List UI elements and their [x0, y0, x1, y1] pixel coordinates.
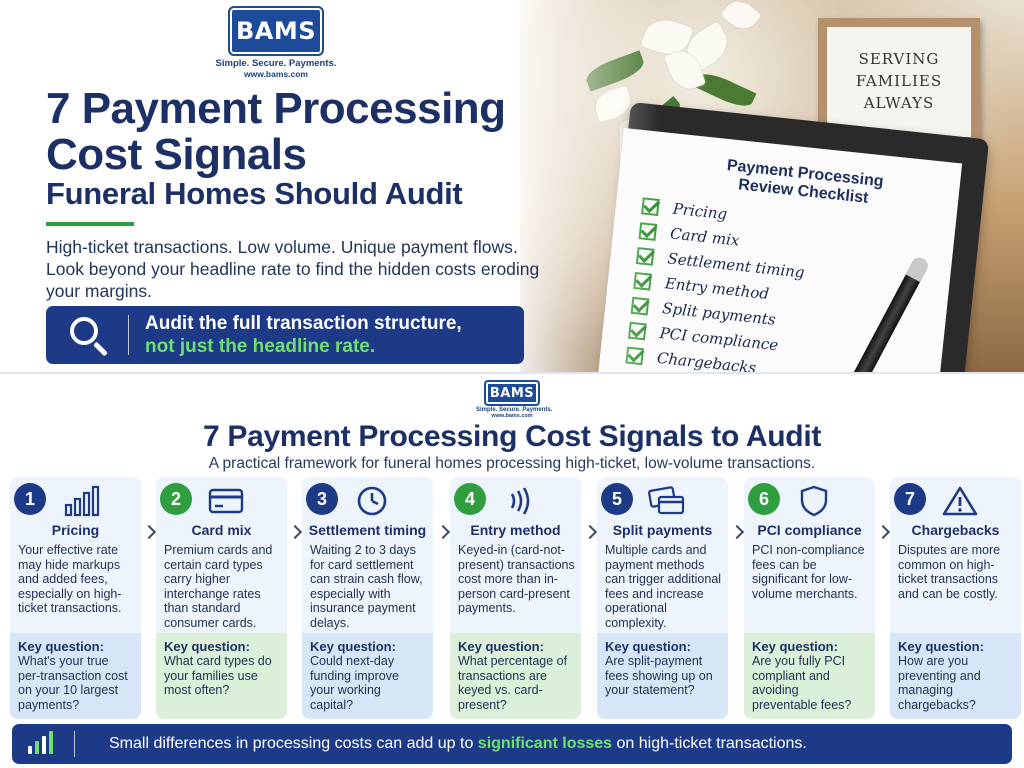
key-question-text: What's your true per-transaction cost on… [18, 654, 128, 712]
section-divider [0, 372, 1024, 374]
banner-divider [128, 315, 129, 355]
key-question-box: Key question: Could next-day funding imp… [302, 633, 433, 719]
brand-tagline-small: Simple. Secure. Payments. [476, 407, 553, 413]
checklist-item-label: Pricing [671, 199, 728, 224]
chevron-right-icon [875, 524, 891, 540]
key-question-label: Key question: [605, 639, 691, 654]
chevron-right-icon [435, 524, 451, 540]
growth-chart-icon [12, 724, 74, 764]
frame-line-1: SERVING [858, 50, 940, 69]
bar-chart-icon [64, 485, 100, 517]
banner-line-1: Audit the full transaction structure, [145, 313, 462, 334]
cards-icon [648, 486, 685, 515]
card-number: 6 [748, 483, 780, 515]
footer-text-after: on high-ticket transactions. [612, 735, 807, 752]
key-question-box: Key question: Are split-payment fees sho… [597, 633, 728, 719]
hero-subtitle: Funeral Homes Should Audit [46, 176, 463, 211]
key-question-label: Key question: [752, 639, 838, 654]
card-number: 2 [160, 483, 192, 515]
magnifier-icon [46, 306, 128, 364]
signal-card-pricing: 1 Pricing Your effective rate may hide m… [10, 477, 141, 719]
footer-divider [74, 731, 75, 757]
key-question-box: Key question: What's your true per-trans… [10, 633, 141, 719]
frame-line-2: FAMILIES [855, 72, 943, 91]
main-subtitle: A practical framework for funeral homes … [208, 455, 816, 472]
key-question-text: What percentage of transactions are keye… [458, 654, 568, 712]
main-title: 7 Payment Processing Cost Signals to Aud… [202, 420, 822, 453]
footer-text: Small differences in processing costs ca… [75, 735, 807, 753]
serving-families-frame: SERVING FAMILIES ALWAYS [818, 18, 980, 146]
card-title: Pricing [51, 522, 100, 538]
card-body: Keyed-in (card-not-present) transactions… [458, 543, 575, 615]
card-body: Disputes are more common on high-ticket … [898, 543, 1001, 601]
card-number: 1 [14, 483, 46, 515]
key-question-label: Key question: [310, 639, 396, 654]
warning-icon [942, 486, 978, 516]
bams-logo-small[interactable]: BAMS Simple. Secure. Payments. www.bams.… [476, 380, 553, 419]
key-question-box: Key question: What card types do your fa… [156, 633, 287, 719]
footer-highlight: significant losses [477, 735, 613, 752]
chevron-right-icon [582, 524, 598, 540]
signal-card-settlement-timing: 3 Settlement timing Waiting 2 to 3 days … [302, 477, 433, 719]
key-question-label: Key question: [898, 639, 984, 654]
key-question-label: Key question: [458, 639, 544, 654]
credit-card-icon [208, 488, 244, 514]
key-question-text: Are you fully PCI compliant and avoiding… [752, 654, 852, 712]
brand-url-small[interactable]: www.bams.com [491, 413, 533, 419]
signal-card-chargebacks: 7 Chargebacks Disputes are more common o… [890, 477, 1021, 719]
card-body: Multiple cards and payment methods can t… [605, 543, 722, 630]
key-question-text: Could next-day funding improve your work… [310, 654, 399, 712]
clock-icon [357, 486, 387, 516]
chevron-right-icon [729, 524, 745, 540]
key-question-box: Key question: How are you preventing and… [890, 633, 1021, 719]
hero-title: 7 Payment Processing Cost Signals [46, 84, 506, 179]
signal-card-card-mix: 2 Card mix Premium cards and certain car… [156, 477, 287, 719]
contactless-icon [510, 487, 530, 515]
banner-text: Audit the full transaction structure, no… [129, 312, 462, 358]
key-question-text: Are split-payment fees showing up on you… [605, 654, 713, 697]
hero-section: SERVING FAMILIES ALWAYS Payment Processi… [0, 0, 1024, 372]
card-title: Entry method [470, 522, 561, 538]
key-question-box: Key question: What percentage of transac… [450, 633, 581, 719]
footer-bar: Small differences in processing costs ca… [12, 724, 1012, 764]
audit-banner: Audit the full transaction structure, no… [46, 306, 524, 364]
card-number: 4 [454, 483, 486, 515]
card-title: Settlement timing [308, 522, 427, 538]
signal-cards: 1 Pricing Your effective rate may hide m… [10, 477, 1021, 719]
hero-body: High-ticket transactions. Low volume. Un… [46, 237, 540, 301]
signal-card-pci-compliance: 6 PCI compliance PCI non-compliance fees… [744, 477, 875, 719]
checklist-item-label: Card mix [669, 224, 741, 250]
card-body: Waiting 2 to 3 days for card settlement … [310, 543, 423, 630]
card-number: 5 [601, 483, 633, 515]
card-body: Your effective rate may hide markups and… [18, 543, 122, 615]
chevron-right-icon [141, 524, 157, 540]
footer-text-before: Small differences in processing costs ca… [109, 735, 478, 752]
shield-icon [800, 485, 828, 517]
card-body: PCI non-compliance fees can be significa… [752, 543, 865, 601]
bams-logo-badge: BAMS [228, 6, 324, 56]
card-title: Chargebacks [911, 522, 1000, 538]
card-number: 3 [306, 483, 338, 515]
chevron-right-icon [287, 524, 303, 540]
brand-url[interactable]: www.bams.com [244, 69, 308, 79]
key-question-label: Key question: [164, 639, 250, 654]
frame-line-3: ALWAYS [863, 93, 935, 112]
card-title: Split payments [612, 522, 713, 538]
brand-tagline: Simple. Secure. Payments. [215, 58, 337, 69]
signal-card-split-payments: 5 Split payments Multiple cards and paym… [597, 477, 728, 719]
key-question-label: Key question: [18, 639, 104, 654]
key-question-box: Key question: Are you fully PCI complian… [744, 633, 875, 719]
banner-line-2: not just the headline rate. [145, 336, 376, 357]
card-body: Premium cards and certain card types car… [164, 543, 273, 630]
title-underline [46, 222, 134, 226]
signal-card-entry-method: 4 Entry method Keyed-in (card-not-presen… [450, 477, 581, 719]
key-question-text: What card types do your families use mos… [164, 654, 272, 697]
card-title: PCI compliance [757, 522, 862, 538]
key-question-text: How are you preventing and managing char… [898, 654, 981, 712]
bams-logo[interactable]: BAMS Simple. Secure. Payments. www.bams.… [214, 6, 338, 79]
card-number: 7 [894, 483, 926, 515]
card-title: Card mix [191, 522, 252, 538]
bams-logo-badge-small: BAMS [484, 380, 540, 406]
